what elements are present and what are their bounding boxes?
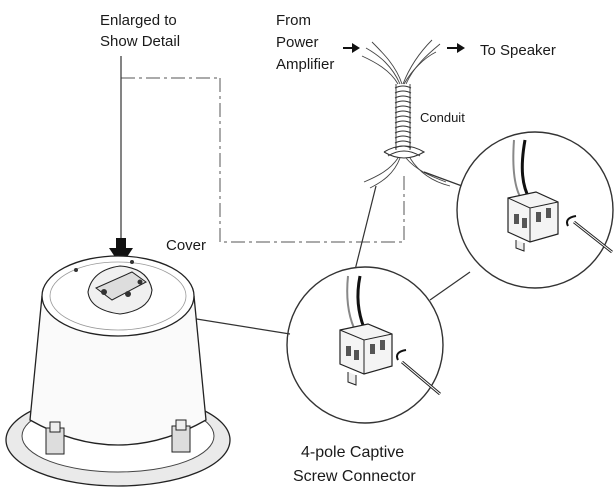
from-label-line2: Power <box>276 34 319 51</box>
enlarged-label-line2: Show Detail <box>100 33 180 50</box>
connector-block-icon <box>507 191 559 252</box>
from-label-line3: Amplifier <box>276 56 334 73</box>
leader-line-conduit-to-upper-circle <box>423 171 463 187</box>
to-speaker-label: To Speaker <box>480 42 556 59</box>
speaker-can <box>5 255 231 487</box>
detail-leader-lines <box>120 56 405 243</box>
power-wires-out <box>363 157 451 189</box>
connector-label-line1: 4-pole Captive <box>301 444 404 461</box>
mounting-clip <box>171 419 191 453</box>
detail-circle-upper <box>456 131 614 289</box>
cover-label: Cover <box>166 237 206 254</box>
connector-block-icon <box>339 323 393 386</box>
arrow-right-icon <box>447 43 465 53</box>
leader-line-between-circles <box>429 271 471 301</box>
cover-plate <box>87 265 153 315</box>
screwdriver-icon <box>396 349 441 396</box>
conduit-label: Conduit <box>420 110 465 125</box>
mounting-clip <box>45 421 65 455</box>
arrow-right-icon <box>343 43 360 53</box>
screwdriver-icon <box>566 215 613 254</box>
connector-label-line2: Screw Connector <box>293 468 416 485</box>
detail-circle-lower <box>286 266 444 424</box>
from-label-line1: From <box>276 12 311 29</box>
power-wires-in <box>361 39 441 85</box>
enlarged-label-line1: Enlarged to <box>100 12 177 29</box>
conduit <box>383 84 426 159</box>
